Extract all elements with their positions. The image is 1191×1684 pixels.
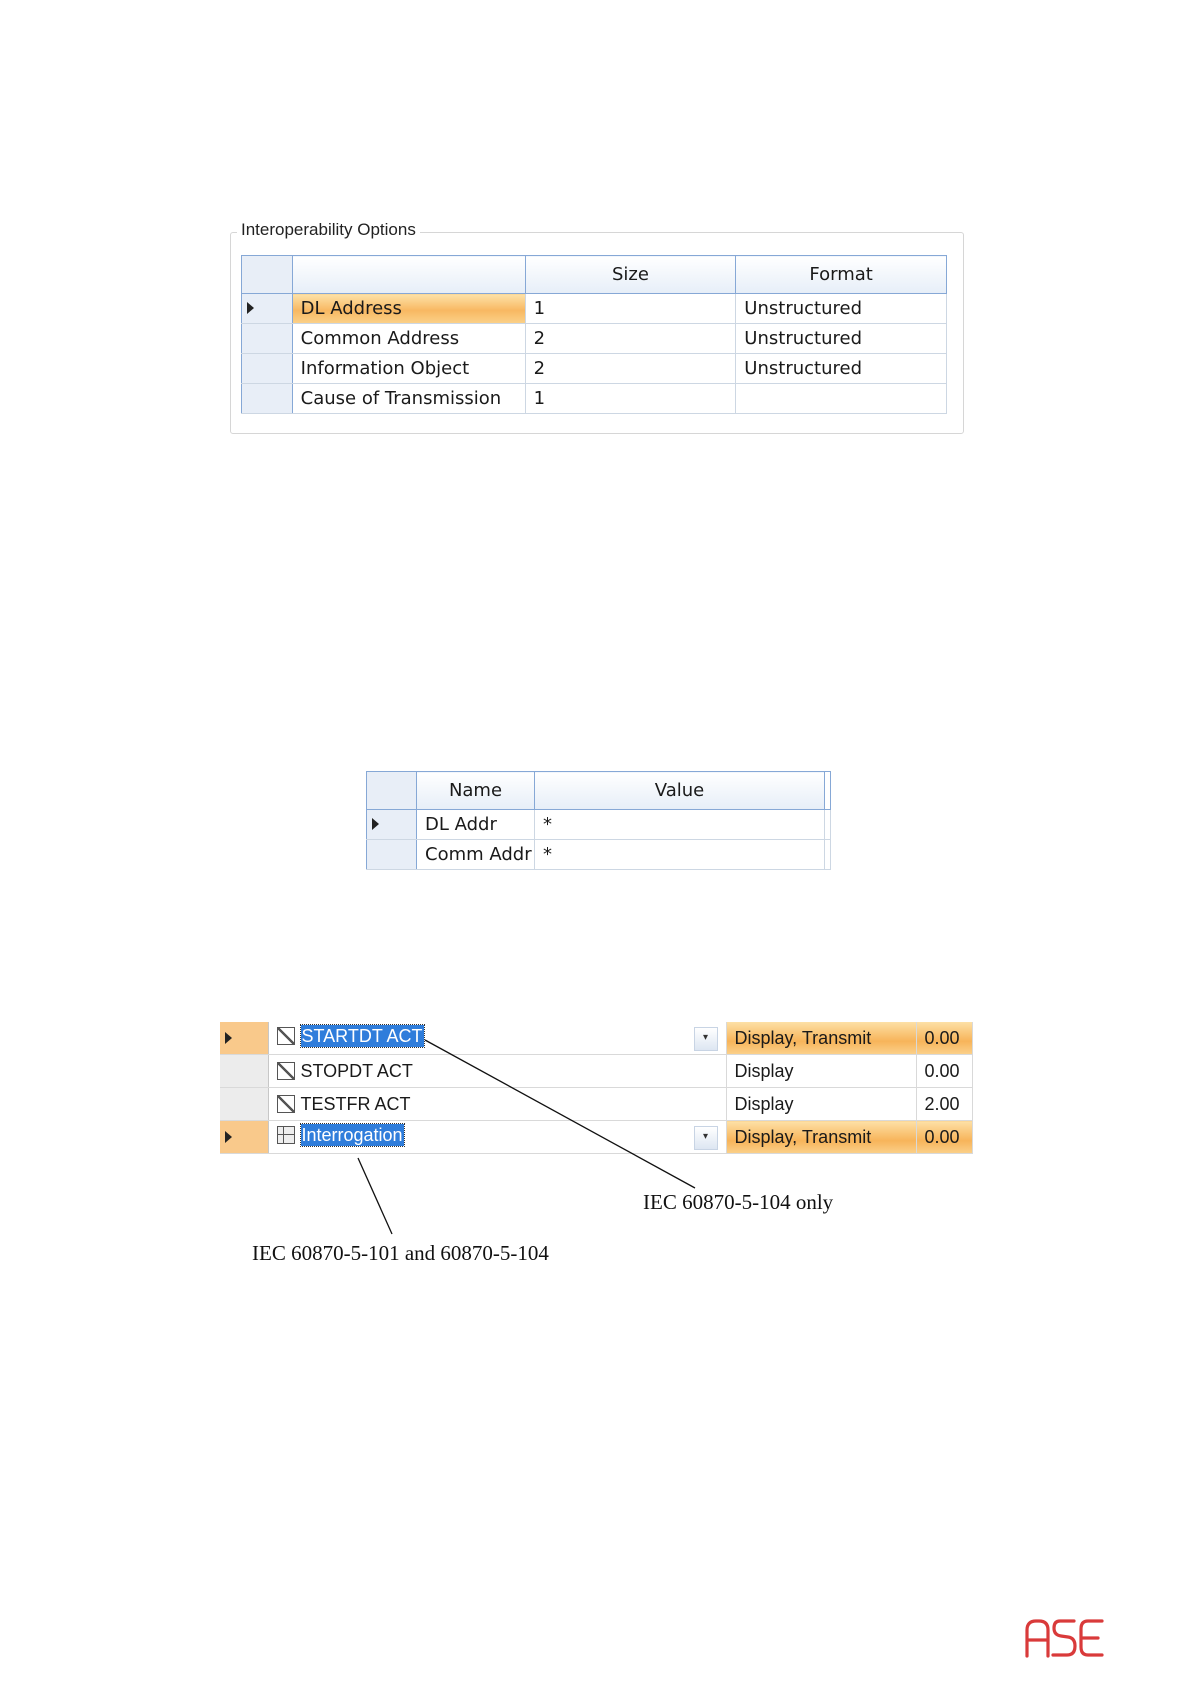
cell-format[interactable]: Unstructured — [735, 293, 947, 324]
hatched-square-icon — [276, 1061, 295, 1080]
cell-value[interactable]: 0.00 — [916, 1022, 973, 1055]
column-header-name[interactable] — [291, 255, 526, 294]
cell-value[interactable]: * — [534, 839, 825, 870]
table-row[interactable]: Information Object 2 Unstructured — [241, 353, 947, 384]
row-selector[interactable] — [366, 839, 417, 870]
leader-line-101-104 — [357, 1157, 393, 1235]
cell-format[interactable] — [735, 383, 947, 414]
cell-value[interactable]: 2.00 — [916, 1087, 973, 1121]
row-selector[interactable] — [241, 353, 293, 384]
chevron-down-icon[interactable]: ▾ — [693, 1026, 718, 1051]
current-row-arrow-icon — [247, 302, 254, 314]
cell-filler — [824, 809, 831, 840]
hatched-square-icon — [276, 1094, 295, 1113]
cell-command[interactable]: Interrogation ▾ — [268, 1120, 727, 1154]
commands-grid: STARTDT ACT ▾ Display, Transmit 0.00 STO… — [220, 1022, 973, 1154]
table-row[interactable]: Cause of Transmission 1 — [241, 383, 947, 414]
command-name[interactable]: STOPDT ACT — [300, 1060, 413, 1081]
row-selector[interactable] — [220, 1087, 269, 1121]
column-header-value[interactable]: Value — [534, 771, 825, 810]
cell-command[interactable]: STARTDT ACT ▾ — [268, 1022, 727, 1055]
cell-name[interactable]: Cause of Transmission — [292, 383, 526, 414]
cell-value[interactable]: 0.00 — [916, 1054, 973, 1088]
row-selector[interactable] — [220, 1120, 269, 1154]
row-selector[interactable] — [241, 323, 293, 354]
table-row[interactable]: STARTDT ACT ▾ Display, Transmit 0.00 — [220, 1022, 973, 1055]
cell-name[interactable]: Information Object — [292, 353, 526, 384]
cell-mode[interactable]: Display — [726, 1087, 917, 1121]
column-header-format[interactable]: Format — [735, 255, 947, 294]
cell-size[interactable]: 2 — [525, 353, 737, 384]
row-selector[interactable] — [220, 1022, 269, 1055]
current-row-arrow-icon — [372, 818, 379, 830]
cell-mode[interactable]: Display, Transmit — [726, 1120, 917, 1154]
cell-name[interactable]: DL Address — [292, 293, 526, 324]
cell-value[interactable]: 0.00 — [916, 1120, 973, 1154]
name-value-grid: Name Value DL Addr * Comm Addr * — [366, 771, 831, 870]
row-header-corner — [241, 255, 293, 294]
cell-format[interactable]: Unstructured — [735, 323, 947, 354]
interoperability-options-group: Interoperability Options Size Format DL … — [230, 220, 964, 434]
table-row[interactable]: DL Addr * — [366, 809, 831, 840]
cell-name[interactable]: Comm Addr — [416, 839, 535, 870]
table-row[interactable]: DL Address 1 Unstructured — [241, 293, 947, 324]
cell-mode[interactable]: Display — [726, 1054, 917, 1088]
row-selector[interactable] — [241, 293, 293, 324]
leader-line-104 — [424, 1039, 696, 1189]
table-row[interactable]: STOPDT ACT Display 0.00 — [220, 1054, 973, 1088]
cell-format[interactable]: Unstructured — [735, 353, 947, 384]
row-selector[interactable] — [241, 383, 293, 414]
table-row[interactable]: TESTFR ACT Display 2.00 — [220, 1087, 973, 1121]
cell-size[interactable]: 1 — [525, 383, 737, 414]
chevron-down-icon[interactable]: ▾ — [693, 1125, 718, 1150]
header-row: Name Value — [366, 771, 831, 810]
header-filler — [824, 771, 831, 810]
interoperability-grid: Size Format DL Address 1 Unstructured Co… — [241, 255, 947, 414]
command-name[interactable]: Interrogation — [299, 1122, 405, 1147]
current-row-arrow-icon — [225, 1031, 232, 1044]
row-selector[interactable] — [366, 809, 417, 840]
cell-size[interactable]: 2 — [525, 323, 737, 354]
column-header-name[interactable]: Name — [416, 771, 535, 810]
cell-command[interactable]: TESTFR ACT — [268, 1087, 727, 1121]
row-selector[interactable] — [220, 1054, 269, 1088]
group-legend: Interoperability Options — [237, 220, 420, 240]
cell-command[interactable]: STOPDT ACT — [268, 1054, 727, 1088]
table-row[interactable]: Comm Addr * — [366, 839, 831, 870]
row-header-corner — [366, 771, 417, 810]
annotation-iec104-only: IEC 60870-5-104 only — [643, 1190, 834, 1214]
command-name[interactable]: STARTDT ACT — [299, 1023, 425, 1048]
cell-mode[interactable]: Display, Transmit — [726, 1022, 917, 1055]
cell-name[interactable]: DL Addr — [416, 809, 535, 840]
cell-filler — [824, 839, 831, 870]
grid-icon — [276, 1125, 295, 1144]
ase-logo — [1025, 1619, 1104, 1658]
cell-size[interactable]: 1 — [525, 293, 737, 324]
current-row-arrow-icon — [225, 1130, 232, 1143]
column-header-size[interactable]: Size — [524, 255, 737, 294]
command-name[interactable]: TESTFR ACT — [300, 1093, 411, 1114]
header-row: Size Format — [241, 255, 947, 294]
cell-value[interactable]: * — [534, 809, 825, 840]
annotation-iec101-and-104: IEC 60870-5-101 and 60870-5-104 — [252, 1241, 549, 1265]
table-row[interactable]: Interrogation ▾ Display, Transmit 0.00 — [220, 1120, 973, 1154]
table-row[interactable]: Common Address 2 Unstructured — [241, 323, 947, 354]
cell-name[interactable]: Common Address — [292, 323, 526, 354]
hatched-square-icon — [276, 1026, 295, 1045]
